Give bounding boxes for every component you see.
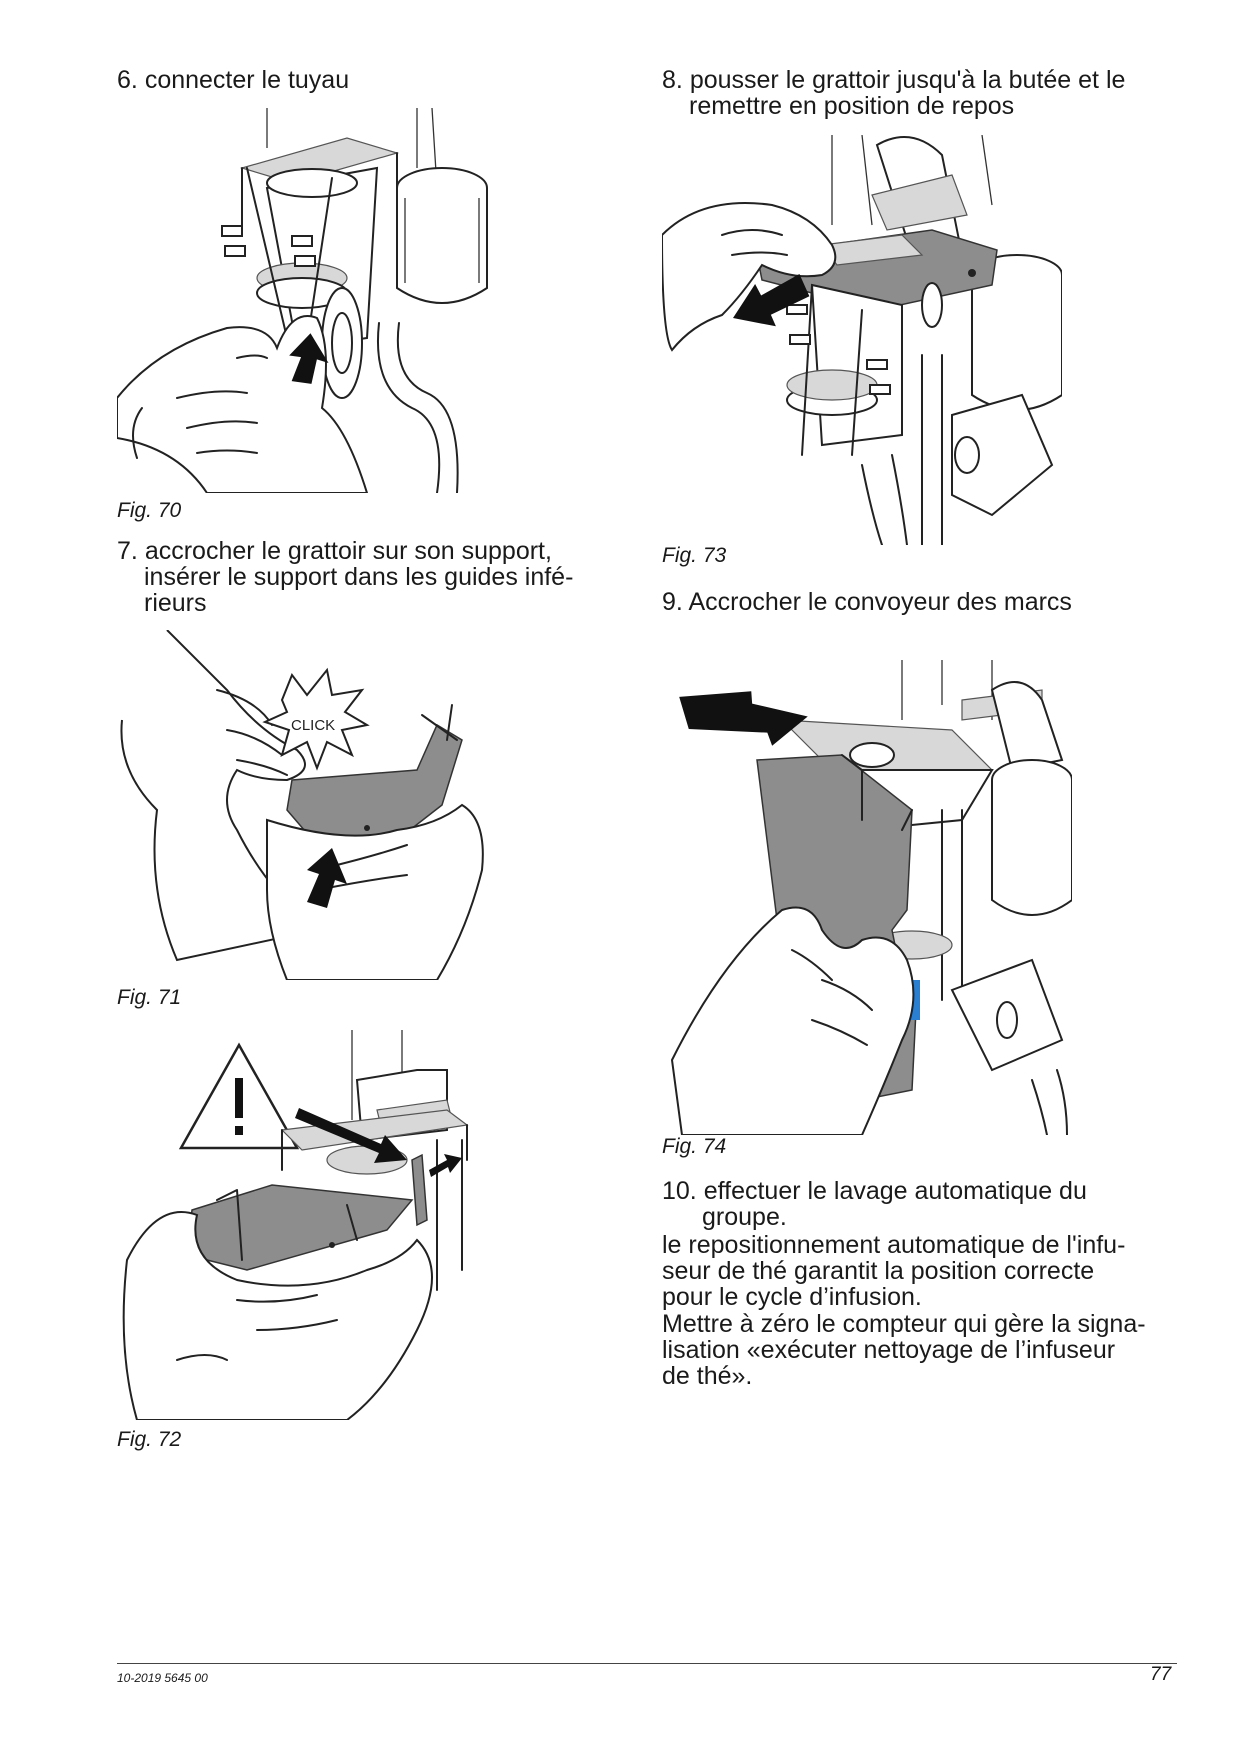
footer-doc-code: 10-2019 5645 00 xyxy=(117,1671,208,1685)
step-text-line-1: pousser le grattoir jusqu'à la butée et … xyxy=(689,66,1126,94)
step-9: 9. Accrocher le convoyeur des marcs xyxy=(662,589,1072,615)
step-number: 9. xyxy=(662,588,683,616)
warning-triangle-icon xyxy=(178,1042,300,1150)
page-number: 77 xyxy=(1150,1664,1172,1685)
paragraph-line: de thé». xyxy=(662,1362,753,1390)
figure-70-illustration xyxy=(117,108,492,493)
figure-71-illustration: CLICK xyxy=(117,630,502,980)
step-text-line-2: remettre en position de repos xyxy=(689,92,1015,120)
step-text-line-2: insérer le support dans les guides infé- xyxy=(144,563,574,591)
step-number: 7. xyxy=(117,537,138,565)
figure-70-caption: Fig. 70 xyxy=(117,499,182,522)
click-label: CLICK xyxy=(291,717,335,734)
step-number: 6. xyxy=(117,66,138,94)
step-text-line-2: groupe. xyxy=(702,1203,787,1231)
paragraph-line: Mettre à zéro le compteur qui gère la si… xyxy=(662,1310,1146,1338)
step-text-line-1: accrocher le grattoir sur son support, xyxy=(144,537,552,565)
step-number: 8. xyxy=(662,66,683,94)
paragraph-line: seur de thé garantit la position correct… xyxy=(662,1257,1095,1285)
step-text-line-1: effectuer le lavage automatique du xyxy=(703,1177,1087,1205)
figure-72-caption: Fig. 72 xyxy=(117,1428,182,1451)
step-10: 10. effectuer le lavage automatique du g… xyxy=(662,1178,1087,1230)
figure-71-caption: Fig. 71 xyxy=(117,986,182,1009)
paragraph-line: pour le cycle d’infusion. xyxy=(662,1283,922,1311)
step-number: 10. xyxy=(662,1177,697,1205)
step-text: connecter le tuyau xyxy=(144,66,350,94)
figure-73-illustration xyxy=(662,135,1062,545)
paragraph-line: lisation «exécuter nettoyage de l’infuse… xyxy=(662,1336,1116,1364)
figure-74-caption: Fig. 74 xyxy=(662,1135,727,1158)
figure-73-caption: Fig. 73 xyxy=(662,544,727,567)
step-8: 8. pousser le grattoir jusqu'à la butée … xyxy=(662,67,1125,119)
step-text: Accrocher le convoyeur des marcs xyxy=(688,588,1072,616)
figure-74-illustration xyxy=(662,660,1072,1135)
figure-72-illustration xyxy=(117,1030,502,1420)
footer-rule xyxy=(117,1663,1177,1664)
paragraph-repositionnement: le repositionnement automatique de l'inf… xyxy=(662,1232,1125,1310)
step-6: 6. connecter le tuyau xyxy=(117,67,349,93)
paragraph-compteur: Mettre à zéro le compteur qui gère la si… xyxy=(662,1311,1146,1389)
step-7: 7. accrocher le grattoir sur son support… xyxy=(117,538,573,616)
blue-clip xyxy=(910,980,920,1020)
paragraph-line: le repositionnement automatique de l'inf… xyxy=(662,1231,1126,1259)
step-text-line-3: rieurs xyxy=(144,589,207,617)
